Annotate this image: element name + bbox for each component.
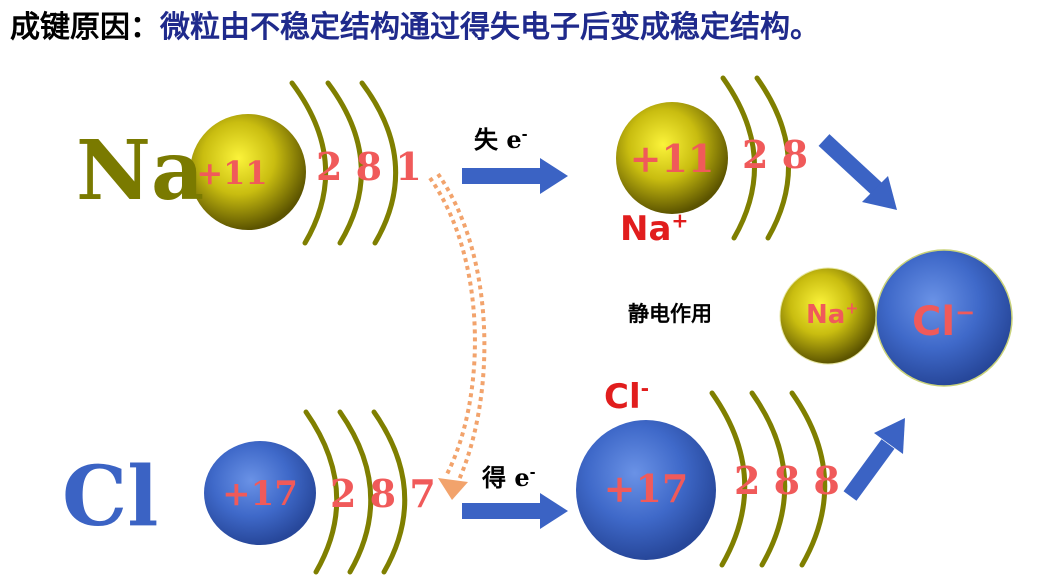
lose-electron-e: e	[506, 125, 522, 154]
na-atom-shell-electrons: 2 8 1	[316, 144, 422, 189]
gain-electron-text: 得	[482, 464, 515, 492]
na-ion-shell-electrons: 2 8	[742, 132, 809, 177]
compound-cl-symbol: Cl	[912, 299, 956, 345]
na-ion-charge: +	[671, 208, 689, 233]
na-shell-3	[359, 80, 399, 246]
gain-electron-label: 得 e-	[482, 463, 536, 492]
cl-shell-2	[337, 409, 374, 575]
cl-ion-shell-electrons: 2 8 8	[734, 458, 840, 503]
cl-atom-symbol: Cl	[62, 449, 159, 545]
compound-cl-ball	[875, 249, 1013, 387]
cl-atom-nucleus-label: +17	[222, 474, 298, 514]
na-ion-symbol: Na	[620, 209, 672, 249]
cl-ion-nucleus-label: +17	[603, 466, 689, 511]
na-shell-2	[325, 80, 364, 246]
na-atom-symbol: Na	[76, 123, 205, 219]
cl-ion-shell-3	[789, 390, 828, 568]
cl-atom-shell-electrons: 2 8 7	[330, 471, 436, 516]
cl-ion-shells	[709, 390, 828, 568]
title-label: 成键原因：	[10, 10, 160, 45]
cl-ion-charge: -	[640, 376, 650, 401]
na-ion-label: Na+	[620, 208, 689, 249]
na-atom-nucleus-label: +11	[196, 154, 268, 192]
compound-cl-label: Cl−	[912, 298, 976, 345]
lose-electron-label: 失 e-	[474, 125, 528, 154]
cl-atom-nucleus	[204, 441, 316, 545]
cl-to-compound-arrow	[843, 418, 905, 501]
cl-atom-shells	[303, 409, 408, 575]
compound-cl-charge: −	[955, 298, 976, 327]
cl-shell-3	[371, 409, 408, 575]
na-ion-nucleus-label: +11	[629, 136, 715, 181]
compound-na-charge: +	[845, 299, 859, 318]
compound-na-label: Na+	[806, 299, 859, 330]
title-row: 成键原因：微粒由不稳定结构通过得失电子后变成稳定结构。	[10, 6, 820, 50]
na-ion-nucleus	[616, 102, 728, 214]
electron-transfer-path	[428, 172, 487, 483]
na-ion-shell-1	[720, 75, 758, 241]
na-atom-shells	[289, 80, 399, 246]
na-ion-shell-2	[754, 75, 792, 241]
compound-na-symbol: Na	[806, 300, 846, 330]
na-atom-nucleus	[190, 114, 306, 230]
cl-ion-label: Cl-	[604, 376, 650, 417]
cl-ion-symbol: Cl	[604, 377, 641, 417]
na-ion-shells	[720, 75, 792, 241]
cl-ion-shell-1	[709, 390, 748, 568]
na-shell-1	[289, 80, 329, 246]
lose-electron-arrow	[462, 158, 568, 194]
na-to-compound-arrow	[818, 134, 897, 210]
gain-electron-e: e	[514, 463, 530, 492]
gain-electron-arrow	[462, 493, 568, 529]
lose-electron-sup: -	[521, 127, 528, 143]
electrostatic-force-label: 静电作用	[628, 302, 712, 326]
electron-transfer-arrowhead	[438, 478, 468, 500]
cl-shell-1	[303, 409, 340, 575]
cl-ion-shell-2	[749, 390, 788, 568]
cl-ion-nucleus	[576, 420, 716, 560]
gain-electron-sup: -	[529, 465, 536, 481]
title-text: 微粒由不稳定结构通过得失电子后变成稳定结构。	[160, 10, 820, 45]
lose-electron-text: 失	[474, 126, 507, 154]
